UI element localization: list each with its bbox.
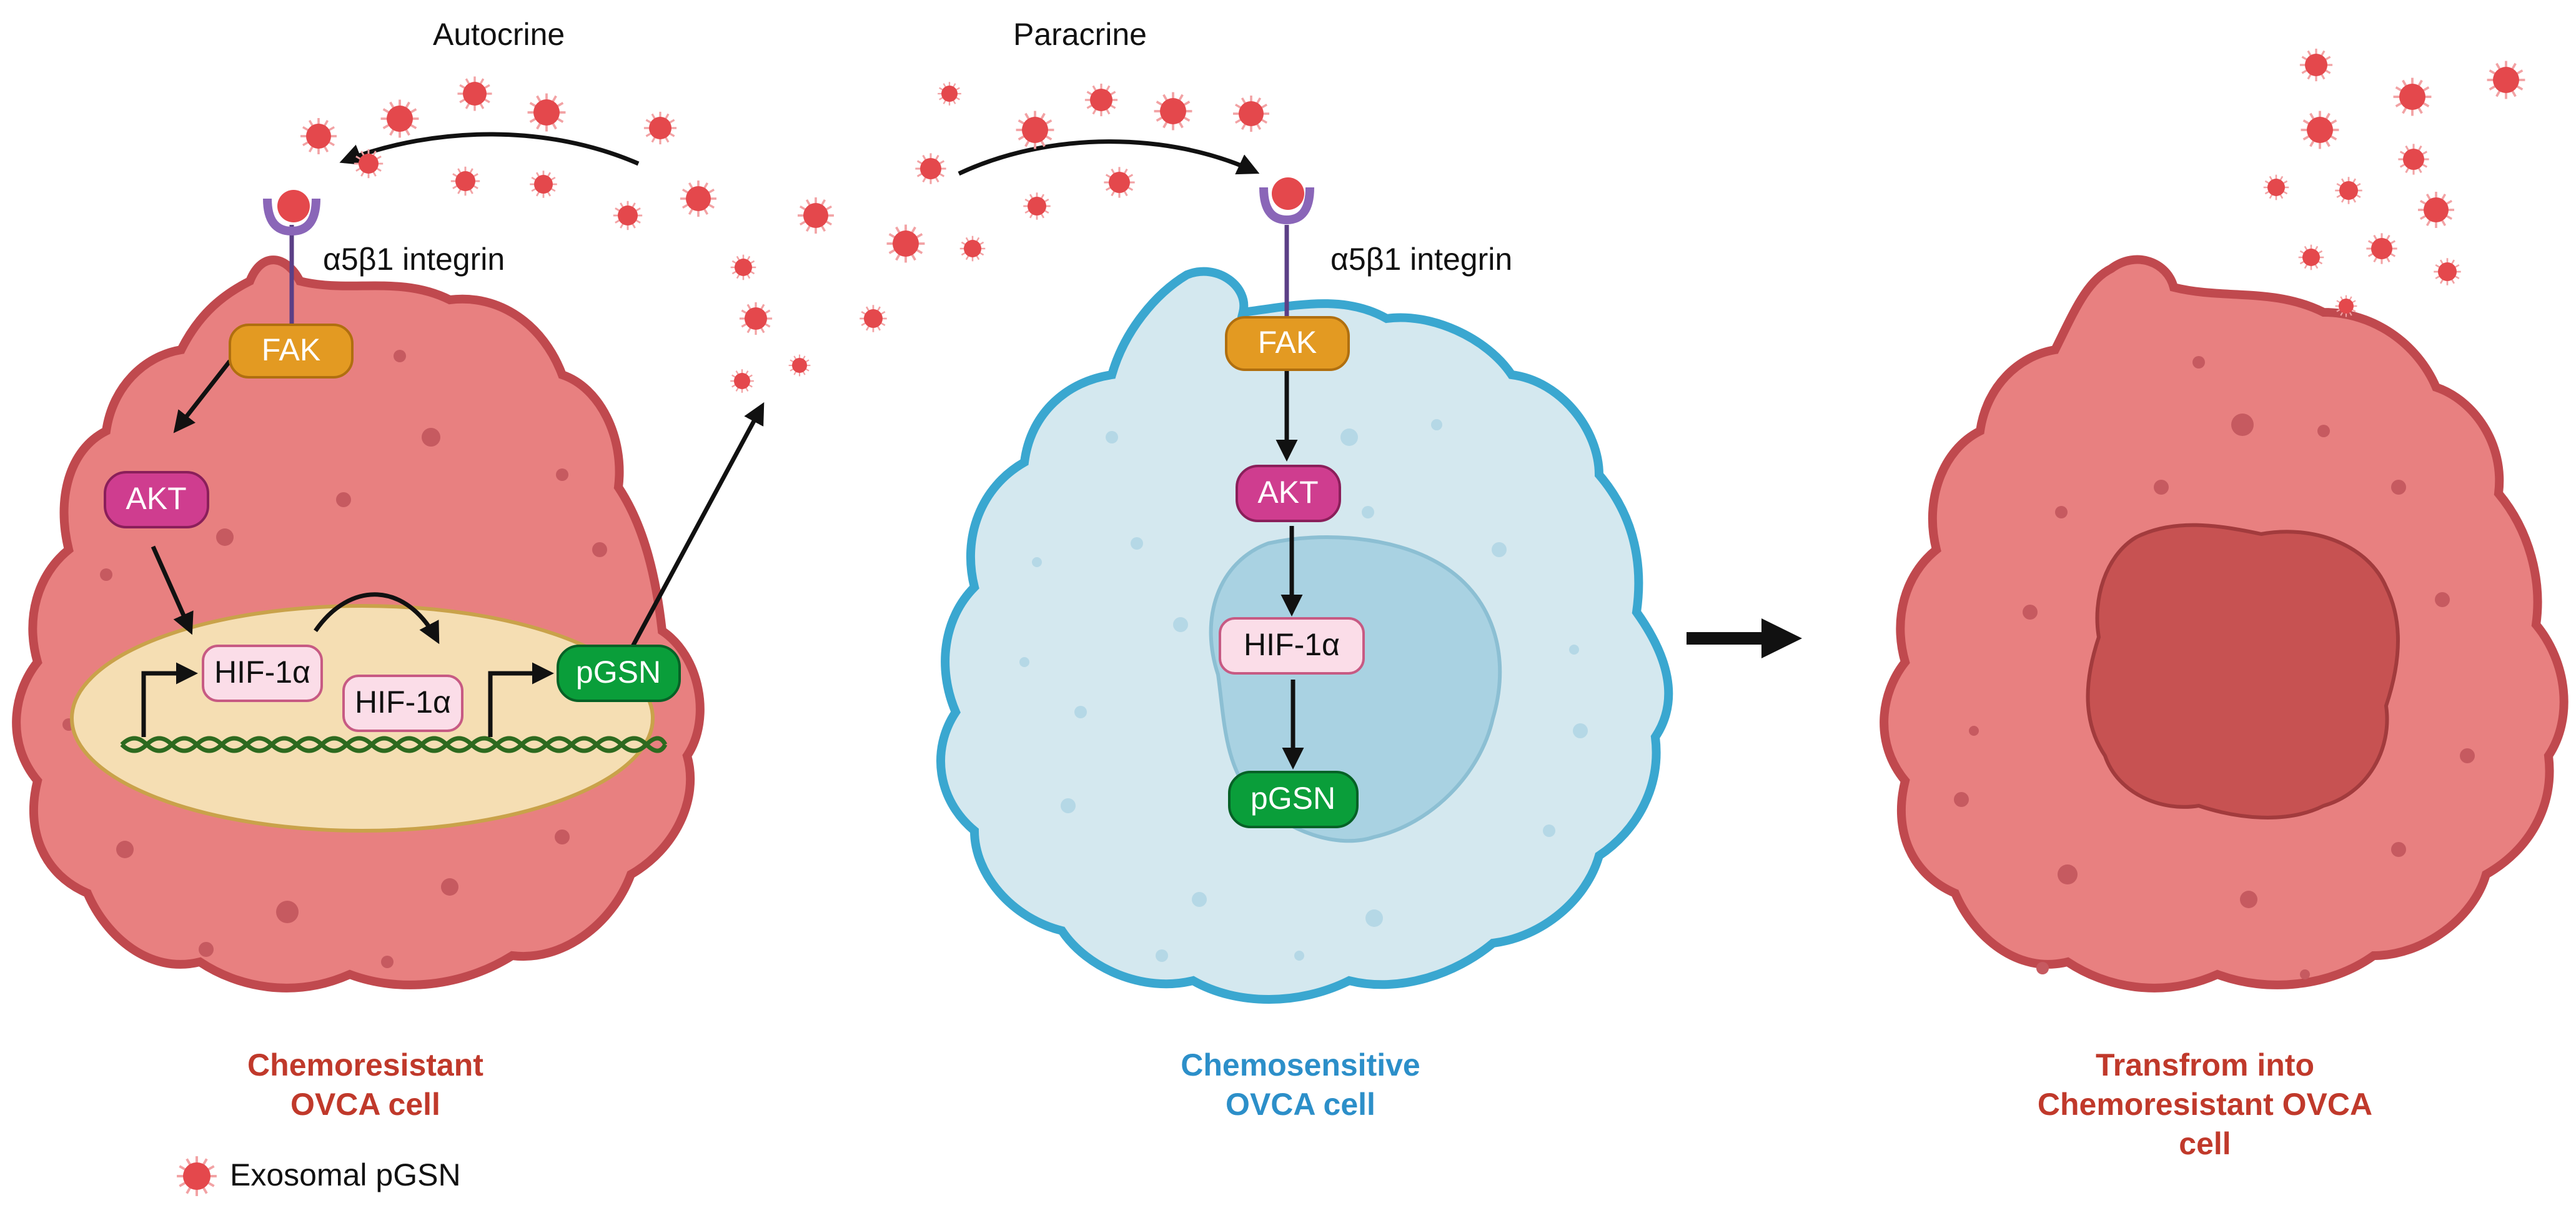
caption-transformed-line-1: Transfrom into [2096, 1047, 2314, 1082]
pgsn-node-left: pGSN [557, 645, 681, 702]
integrin-receptor-left [263, 190, 320, 325]
svg-text:HIF-1α: HIF-1α [1244, 627, 1340, 662]
dna-helix [120, 736, 668, 753]
paracrine-arrow [958, 139, 1260, 176]
exosome-icon [2335, 295, 2357, 317]
promoter-arrow-2 [488, 662, 554, 737]
exosome-icon [680, 181, 716, 217]
pgsn-node-mid: pGSN [1228, 771, 1359, 828]
exosome-icon [2335, 177, 2362, 204]
exosome-icon [1154, 92, 1192, 131]
transform-arrow [1687, 618, 1802, 658]
exosome-icon [730, 369, 754, 393]
exosome-icon [739, 302, 773, 335]
integrin-receptor-mid [1259, 177, 1314, 319]
hif-node-left-1: HIF-1α [202, 645, 323, 702]
caption-chemosensitive-line-2: OVCA cell [1226, 1087, 1375, 1122]
transformed-cell [1880, 255, 2569, 993]
svg-text:AKT: AKT [1257, 475, 1318, 510]
exosome-icon [2263, 174, 2289, 201]
caption-chemoresistant-line-2: OVCA cell [290, 1087, 440, 1122]
exosome-icon [300, 118, 337, 154]
exosome-icon [2418, 192, 2454, 228]
hif-node-left-2: HIF-1α [342, 675, 463, 732]
caption-chemoresistant-line-1: Chemoresistant [247, 1047, 483, 1082]
chemoresistant-cell: FAK AKT HIF-1α HIF-1α pGSN α5β1 integrin [12, 190, 765, 993]
exosome-icon [2398, 144, 2429, 175]
exosome-icon [2298, 244, 2324, 270]
svg-text:AKT: AKT [126, 481, 186, 516]
exosome-icon [1084, 83, 1118, 117]
integrin-label-left: α5β1 integrin [323, 242, 505, 277]
transformed-nucleus [2086, 523, 2400, 819]
exosome-icon [1023, 192, 1051, 220]
fak-to-akt-arrow [173, 359, 232, 433]
exosome-icon [730, 254, 756, 280]
svg-text:pGSN: pGSN [576, 655, 661, 690]
exosome-icon [788, 354, 811, 377]
exosome-icon [2393, 77, 2432, 116]
exosome-icon [2487, 61, 2525, 99]
exosome-icon [2366, 233, 2397, 264]
exosome-icon [643, 111, 677, 145]
cytoplasm-spots [1019, 419, 1588, 962]
exosome-legend-icon [177, 1156, 217, 1196]
exosome-icon [450, 166, 480, 196]
caption-chemosensitive-line-1: Chemosensitive [1181, 1047, 1420, 1082]
legend: Exosomal pGSN [177, 1156, 461, 1196]
exosome-icon [2434, 258, 2461, 285]
paracrine-label: Paracrine [1013, 17, 1147, 52]
fak-node-left: FAK [229, 324, 354, 379]
svg-text:pGSN: pGSN [1251, 781, 1335, 816]
akt-node-mid: AKT [1236, 465, 1341, 522]
svg-text:HIF-1α: HIF-1α [355, 685, 451, 720]
exosome-icon [177, 1156, 217, 1196]
exosome-icon [457, 76, 492, 111]
exosome-icon [2299, 48, 2333, 82]
promoter-arrow-1 [141, 662, 198, 737]
exosome-icon [886, 224, 925, 263]
exosome-icon [1016, 111, 1054, 149]
exosome-icon [2301, 111, 2339, 149]
akt-to-hif-arrow [151, 545, 194, 635]
exosome-icon [798, 197, 834, 234]
exosome-icon [527, 93, 566, 132]
hif-node-mid: HIF-1α [1219, 617, 1365, 675]
exosome-icon [613, 201, 643, 230]
svg-text:FAK: FAK [262, 332, 320, 367]
fak-node-mid: FAK [1225, 316, 1350, 371]
exosome-icon [1233, 96, 1269, 132]
exosome-icon [530, 171, 557, 198]
legend-exosome-label: Exosomal pGSN [230, 1157, 461, 1192]
autocrine-label: Autocrine [433, 17, 565, 52]
exosome-particles [300, 48, 2525, 393]
autocrine-arrow [339, 132, 640, 166]
exosome-icon [938, 82, 961, 106]
hif-dimerize-arrow [314, 592, 440, 645]
caption-transformed-line-2: Chemoresistant OVCA [2038, 1087, 2372, 1122]
exosome-icon [380, 99, 419, 138]
pgsn-secretion-arrow [628, 402, 765, 651]
svg-text:FAK: FAK [1258, 325, 1317, 360]
svg-text:HIF-1α: HIF-1α [214, 655, 310, 690]
caption-transformed-line-3: cell [2179, 1126, 2231, 1161]
exosome-icon [859, 305, 887, 332]
exosome-icon [1104, 167, 1135, 198]
exosome-icon [915, 153, 946, 184]
exosome-icon [959, 235, 986, 262]
integrin-label-mid: α5β1 integrin [1330, 242, 1512, 277]
chemosensitive-cell: FAK AKT HIF-1α pGSN α5β1 integrin [936, 177, 1673, 1004]
exosome-icon [354, 149, 384, 179]
akt-node-left: AKT [104, 471, 209, 528]
